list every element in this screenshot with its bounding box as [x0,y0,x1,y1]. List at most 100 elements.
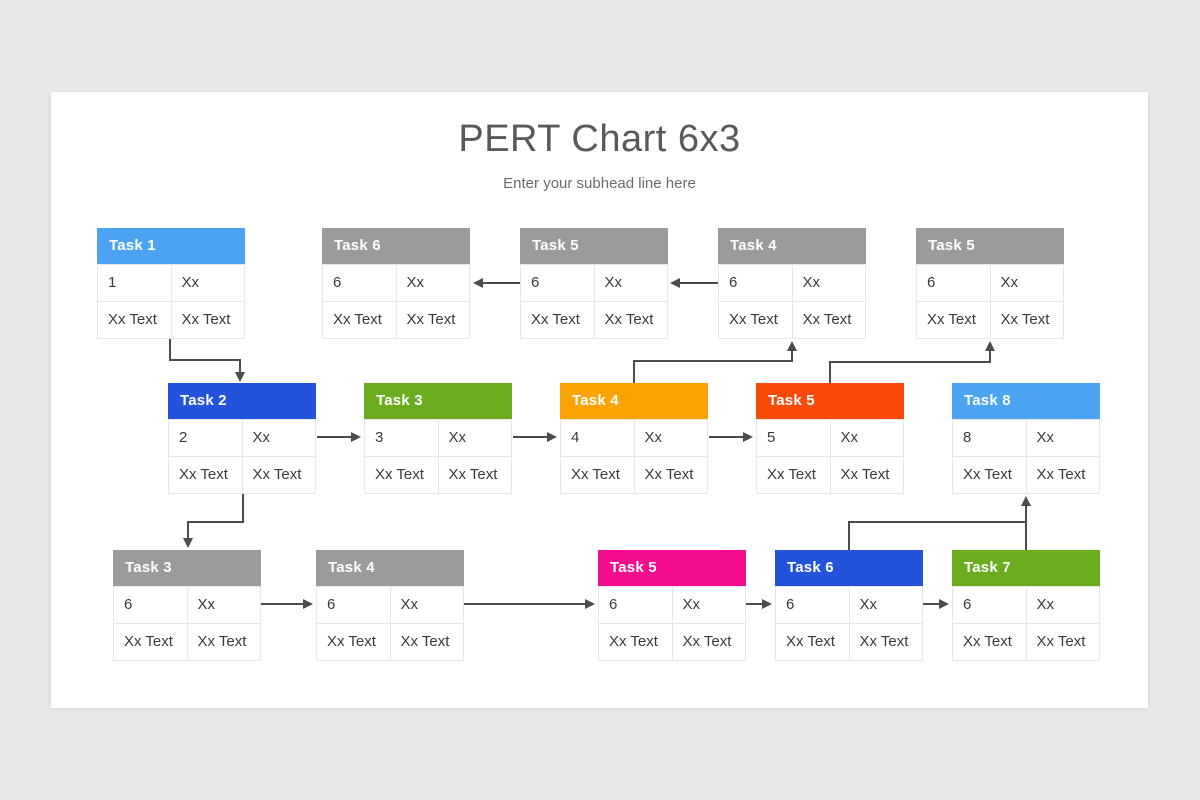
task-box-title: Task 4 [718,228,866,264]
task-box-row1-task6: Task 6 6 Xx Xx Text Xx Text [322,228,470,339]
task-cell-value: 6 [719,265,792,301]
task-cell-xx: Xx [390,587,463,623]
task-cell-xx: Xx [990,265,1063,301]
task-box-row2-task8: Task 8 8 Xx Xx Text Xx Text [952,383,1100,494]
task-box-row3-task3: Task 3 6 Xx Xx Text Xx Text [113,550,261,661]
task-cell-text-right: Xx Text [672,624,745,660]
task-cell-value: 6 [953,587,1026,623]
task-cell-text-left: Xx Text [757,457,830,493]
task-box-grid: 6 Xx Xx Text Xx Text [113,586,261,661]
task-box-row3-task7: Task 7 6 Xx Xx Text Xx Text [952,550,1100,661]
task-cell-text-left: Xx Text [719,302,792,338]
task-cell-value: 5 [757,420,830,456]
task-cell-value: 2 [169,420,242,456]
task-box-title: Task 2 [168,383,316,419]
task-cell-value: 6 [323,265,396,301]
task-cell-value: 6 [521,265,594,301]
task-cell-text-right: Xx Text [830,457,903,493]
task-box-title: Task 5 [916,228,1064,264]
task-cell-text-right: Xx Text [438,457,511,493]
task-cell-text-left: Xx Text [169,457,242,493]
task-box-title: Task 6 [322,228,470,264]
task-cell-value: 6 [114,587,187,623]
task-cell-text-right: Xx Text [634,457,707,493]
task-cell-text-right: Xx Text [594,302,667,338]
task-cell-xx: Xx [830,420,903,456]
task-cell-text-right: Xx Text [990,302,1063,338]
task-cell-xx: Xx [242,420,315,456]
task-box-title: Task 1 [97,228,245,264]
task-box-title: Task 5 [520,228,668,264]
task-cell-text-left: Xx Text [317,624,390,660]
task-cell-value: 1 [98,265,171,301]
task-box-grid: 5 Xx Xx Text Xx Text [756,419,904,494]
task-cell-text-left: Xx Text [561,457,634,493]
task-box-row2-task4: Task 4 4 Xx Xx Text Xx Text [560,383,708,494]
task-cell-text-right: Xx Text [171,302,244,338]
task-box-grid: 6 Xx Xx Text Xx Text [520,264,668,339]
task-cell-value: 6 [317,587,390,623]
task-box-grid: 6 Xx Xx Text Xx Text [316,586,464,661]
task-box-title: Task 6 [775,550,923,586]
task-cell-xx: Xx [634,420,707,456]
task-box-row3-task6: Task 6 6 Xx Xx Text Xx Text [775,550,923,661]
task-cell-value: 8 [953,420,1026,456]
task-cell-text-right: Xx Text [187,624,260,660]
task-box-grid: 1 Xx Xx Text Xx Text [97,264,245,339]
task-box-title: Task 3 [364,383,512,419]
task-box-row2-task2: Task 2 2 Xx Xx Text Xx Text [168,383,316,494]
task-box-grid: 6 Xx Xx Text Xx Text [718,264,866,339]
task-box-title: Task 7 [952,550,1100,586]
task-box-row1-task4: Task 4 6 Xx Xx Text Xx Text [718,228,866,339]
task-box-row1-task1: Task 1 1 Xx Xx Text Xx Text [97,228,245,339]
task-cell-text-right: Xx Text [396,302,469,338]
task-cell-text-right: Xx Text [390,624,463,660]
task-box-title: Task 4 [316,550,464,586]
task-box-row1-task5: Task 5 6 Xx Xx Text Xx Text [520,228,668,339]
task-box-row2-task5: Task 5 5 Xx Xx Text Xx Text [756,383,904,494]
task-cell-value: 3 [365,420,438,456]
task-cell-text-right: Xx Text [849,624,922,660]
task-box-grid: 2 Xx Xx Text Xx Text [168,419,316,494]
task-cell-text-right: Xx Text [242,457,315,493]
task-cell-xx: Xx [594,265,667,301]
task-cell-text-left: Xx Text [917,302,990,338]
task-cell-value: 4 [561,420,634,456]
task-cell-value: 6 [599,587,672,623]
task-box-row3-task5: Task 5 6 Xx Xx Text Xx Text [598,550,746,661]
task-box-grid: 6 Xx Xx Text Xx Text [322,264,470,339]
task-cell-xx: Xx [672,587,745,623]
task-box-title: Task 5 [598,550,746,586]
task-box-title: Task 5 [756,383,904,419]
task-cell-text-left: Xx Text [114,624,187,660]
task-cell-xx: Xx [1026,420,1099,456]
task-box-row1-task5b: Task 5 6 Xx Xx Text Xx Text [916,228,1064,339]
task-cell-text-left: Xx Text [776,624,849,660]
task-cell-xx: Xx [187,587,260,623]
task-cell-xx: Xx [1026,587,1099,623]
task-box-title: Task 8 [952,383,1100,419]
task-cell-xx: Xx [396,265,469,301]
task-box-title: Task 4 [560,383,708,419]
task-cell-text-left: Xx Text [98,302,171,338]
task-cell-value: 6 [776,587,849,623]
task-box-grid: 6 Xx Xx Text Xx Text [916,264,1064,339]
task-cell-text-left: Xx Text [365,457,438,493]
task-box-grid: 6 Xx Xx Text Xx Text [598,586,746,661]
task-cell-text-right: Xx Text [1026,457,1099,493]
task-cell-text-left: Xx Text [953,457,1026,493]
task-box-title: Task 3 [113,550,261,586]
task-box-row3-task4: Task 4 6 Xx Xx Text Xx Text [316,550,464,661]
task-cell-text-left: Xx Text [953,624,1026,660]
task-box-row2-task3: Task 3 3 Xx Xx Text Xx Text [364,383,512,494]
slide-subtitle: Enter your subhead line here [503,175,696,192]
task-cell-text-right: Xx Text [792,302,865,338]
task-box-grid: 4 Xx Xx Text Xx Text [560,419,708,494]
slide-title: PERT Chart 6x3 [458,118,741,160]
task-cell-text-left: Xx Text [521,302,594,338]
task-box-grid: 6 Xx Xx Text Xx Text [775,586,923,661]
task-box-grid: 8 Xx Xx Text Xx Text [952,419,1100,494]
task-box-grid: 6 Xx Xx Text Xx Text [952,586,1100,661]
task-cell-text-left: Xx Text [599,624,672,660]
